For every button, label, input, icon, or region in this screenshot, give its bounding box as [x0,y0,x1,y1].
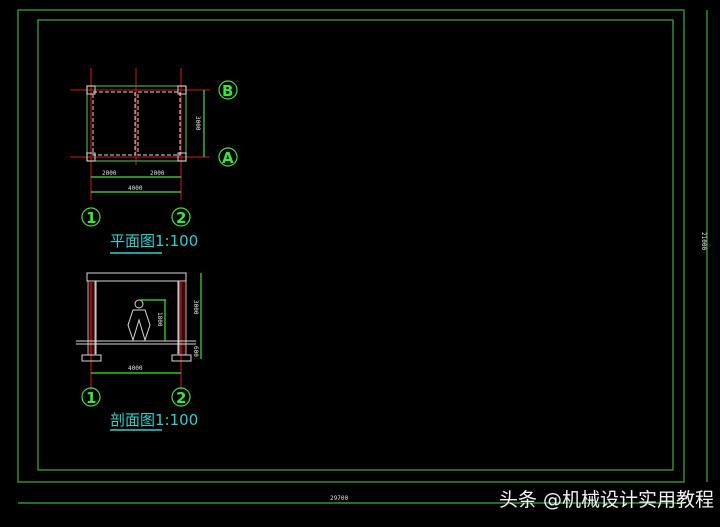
svg-text:A: A [222,149,234,167]
axis-bubble-1-plan: 1 [81,207,101,227]
plan-title: 平面图1:100 [110,232,198,254]
svg-text:B: B [222,82,233,100]
axis-bubble-1-section: 1 [81,387,101,407]
svg-text:2000: 2000 [102,170,117,177]
svg-text:29700: 29700 [330,495,348,502]
sheet-height-dimension: 21000 [700,10,708,482]
svg-text:2: 2 [176,209,186,227]
svg-text:3000: 3000 [194,116,201,131]
svg-text:1: 1 [86,389,96,407]
inner-frame [37,19,674,471]
svg-text:3000: 3000 [192,300,199,315]
svg-text:平面图1:100: 平面图1:100 [110,232,198,250]
floor-plan: 2000 2000 4000 3000 [70,68,210,200]
svg-text:1: 1 [86,209,96,227]
svg-text:2: 2 [176,389,186,407]
svg-text:剖面图1:100: 剖面图1:100 [110,411,198,429]
svg-text:2000: 2000 [150,170,165,177]
svg-text:4000: 4000 [128,365,143,372]
outer-frame [17,9,685,483]
watermark: 头条 @机械设计实用教程 [499,489,714,511]
axis-bubble-a: A [218,147,238,167]
svg-text:21000: 21000 [700,232,707,250]
axis-bubble-b: B [218,80,238,100]
axis-bubble-2-section: 2 [171,387,191,407]
person-figure-icon [127,299,151,342]
svg-text:600: 600 [192,346,199,357]
section-title: 剖面图1:100 [110,411,198,431]
sheet-width-dimension: 29700 [18,495,684,504]
axis-bubble-2-plan: 2 [171,207,191,227]
svg-text:4000: 4000 [128,185,143,192]
svg-text:1800: 1800 [156,312,163,327]
section-view: 1800 3000 600 4000 [76,272,202,390]
